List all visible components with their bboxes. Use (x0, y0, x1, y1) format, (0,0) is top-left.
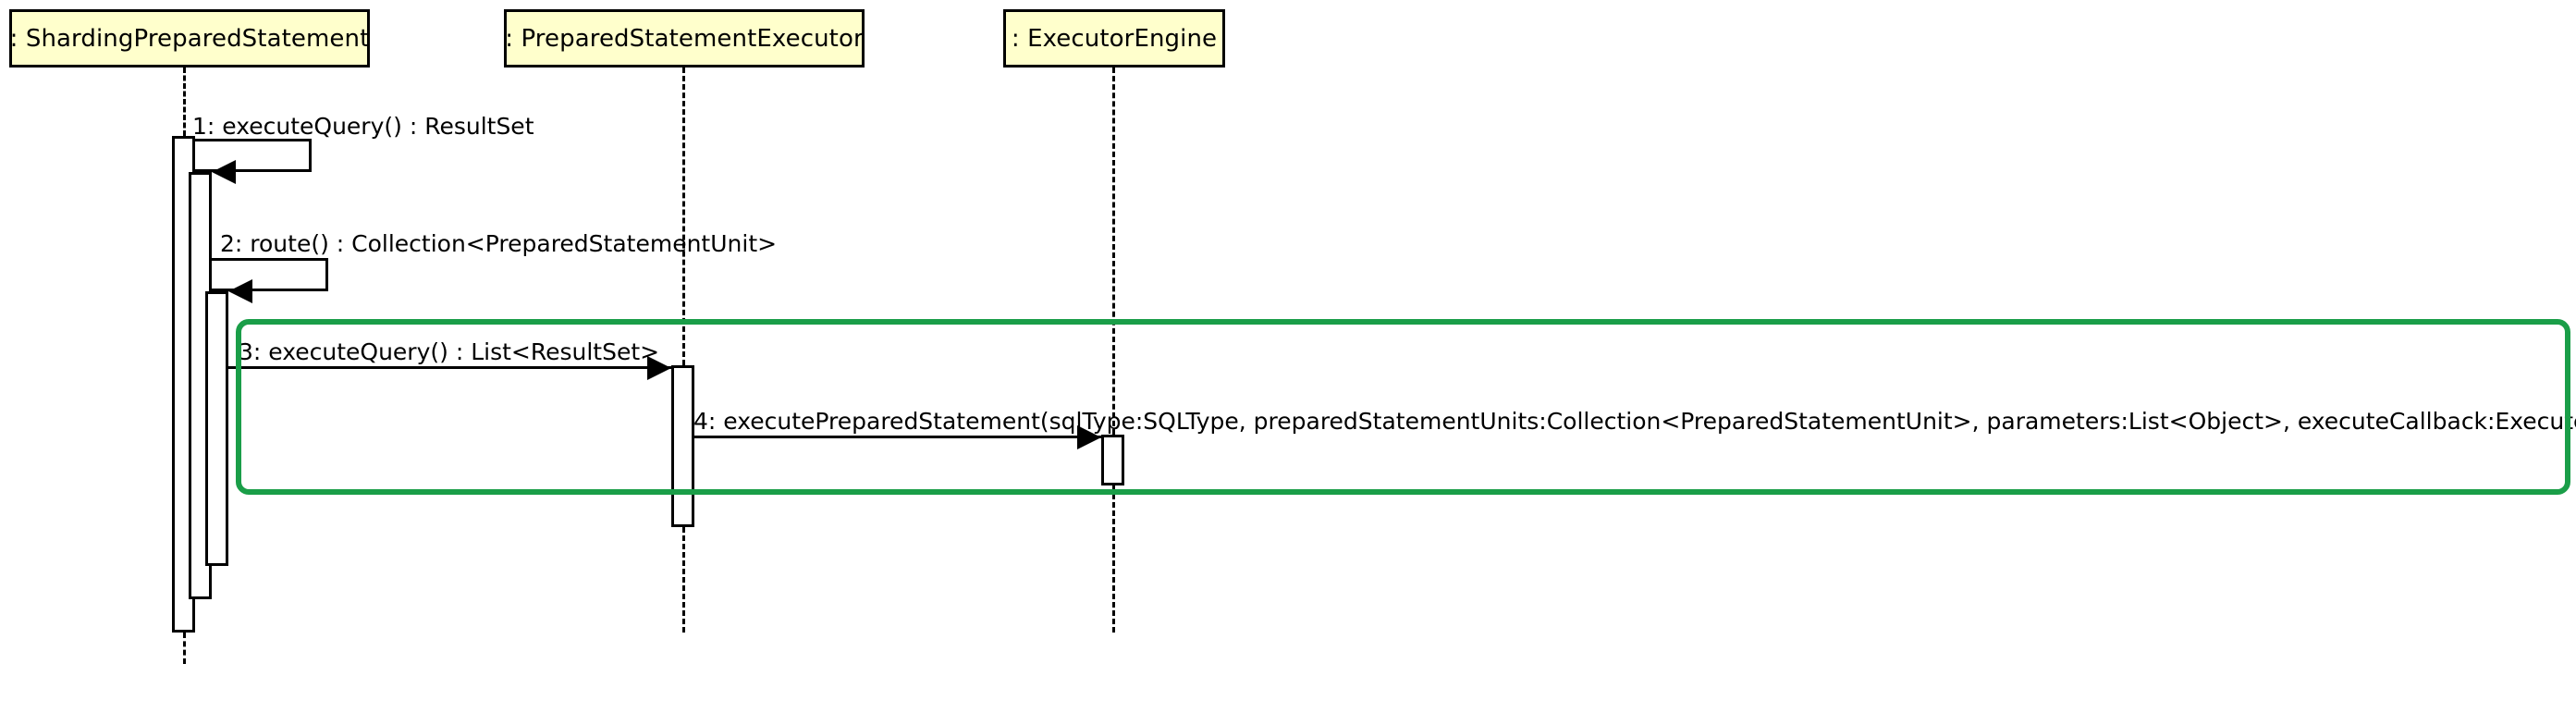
lifeline-head-prepared-statement-executor[interactable]: : PreparedStatementExecutor (504, 9, 865, 68)
activation-bar-sharding-level-3 (205, 291, 228, 566)
message-selfloop-1[interactable] (193, 139, 312, 172)
lifeline-stem-prepared-statement-executor-bottom (682, 527, 685, 633)
message-label-4: 4: executePreparedStatement(sqlType:SQLT… (693, 408, 2576, 435)
message-arrowhead-1 (212, 160, 236, 184)
activation-bar-executor-engine (1101, 435, 1124, 485)
message-label-3: 3: executeQuery() : List<ResultSet> (239, 338, 660, 365)
message-arrowhead-3 (647, 356, 671, 380)
lifeline-head-sharding-prepared-statement[interactable]: : ShardingPreparedStatement (9, 9, 370, 68)
lifeline-label: : PreparedStatementExecutor (505, 24, 864, 53)
activation-bar-prepared-statement-executor (671, 365, 694, 527)
lifeline-stem-prepared-statement-executor-top (682, 68, 685, 365)
message-arrowhead-2 (228, 279, 252, 303)
lifeline-label: : ExecutorEngine (1011, 24, 1218, 53)
message-line-3[interactable] (227, 366, 671, 369)
message-label-1: 1: executeQuery() : ResultSet (192, 113, 534, 140)
lifeline-stem-sharding-prepared-statement-top (183, 68, 186, 136)
lifeline-label: : ShardingPreparedStatement (9, 24, 370, 53)
lifeline-stem-sharding-prepared-statement-bottom (183, 633, 186, 664)
lifeline-stem-executor-engine-top (1112, 68, 1115, 435)
message-line-4[interactable] (693, 436, 1101, 438)
lifeline-stem-executor-engine-bottom (1112, 485, 1115, 633)
message-selfloop-2[interactable] (210, 258, 328, 291)
message-label-2: 2: route() : Collection<PreparedStatemen… (220, 230, 778, 257)
message-arrowhead-4 (1077, 425, 1101, 449)
lifeline-head-executor-engine[interactable]: : ExecutorEngine (1003, 9, 1225, 68)
